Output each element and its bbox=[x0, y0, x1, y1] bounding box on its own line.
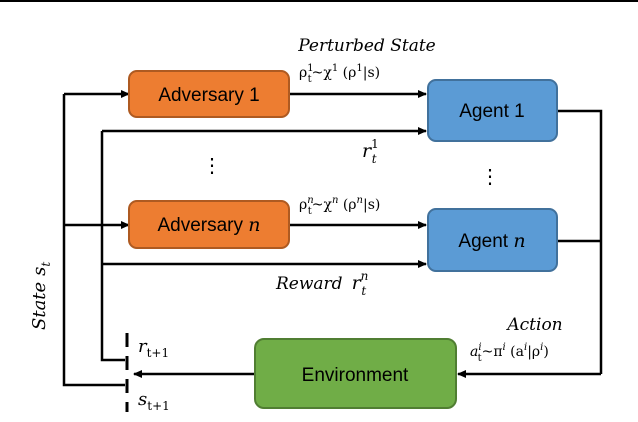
agent-1-box bbox=[427, 79, 558, 142]
next-state-label: st+1 bbox=[138, 389, 170, 413]
connectors bbox=[62, 90, 603, 387]
left-vertical-ellipsis: ⋮ bbox=[202, 153, 222, 177]
state-bus-line bbox=[62, 94, 125, 387]
adversary-1-box bbox=[128, 70, 290, 118]
adversary-1-node: Adversary 1 bbox=[128, 70, 290, 118]
agent-1-node: Agent 1 bbox=[427, 79, 558, 142]
agent1-action-line bbox=[557, 109, 603, 374]
adversary-n-box bbox=[128, 200, 290, 249]
agent-n-node: Agent n bbox=[427, 208, 558, 272]
environment-label: Environment bbox=[302, 365, 409, 386]
next-reward-label: rt+1 bbox=[138, 336, 169, 360]
adversary-1-label: Adversary 1 bbox=[158, 85, 259, 106]
adversary-n-label: Adversary n bbox=[157, 214, 260, 236]
agent-n-label: Agent n bbox=[458, 230, 525, 252]
environment-box bbox=[254, 338, 457, 409]
right-vertical-ellipsis: ⋮ bbox=[480, 164, 500, 188]
agent-1-label: Agent 1 bbox=[459, 101, 525, 122]
state-axis-label: Statest bbox=[29, 262, 53, 330]
adversary-n-node: Adversary n bbox=[128, 200, 290, 249]
agent-n-box bbox=[427, 208, 558, 272]
action-label: Action bbox=[505, 315, 562, 335]
perturbed-state-title: Perturbed State bbox=[297, 36, 436, 56]
top-border bbox=[0, 0, 638, 2]
reward-bus-line bbox=[100, 131, 125, 362]
environment-node: Environment bbox=[254, 338, 457, 409]
